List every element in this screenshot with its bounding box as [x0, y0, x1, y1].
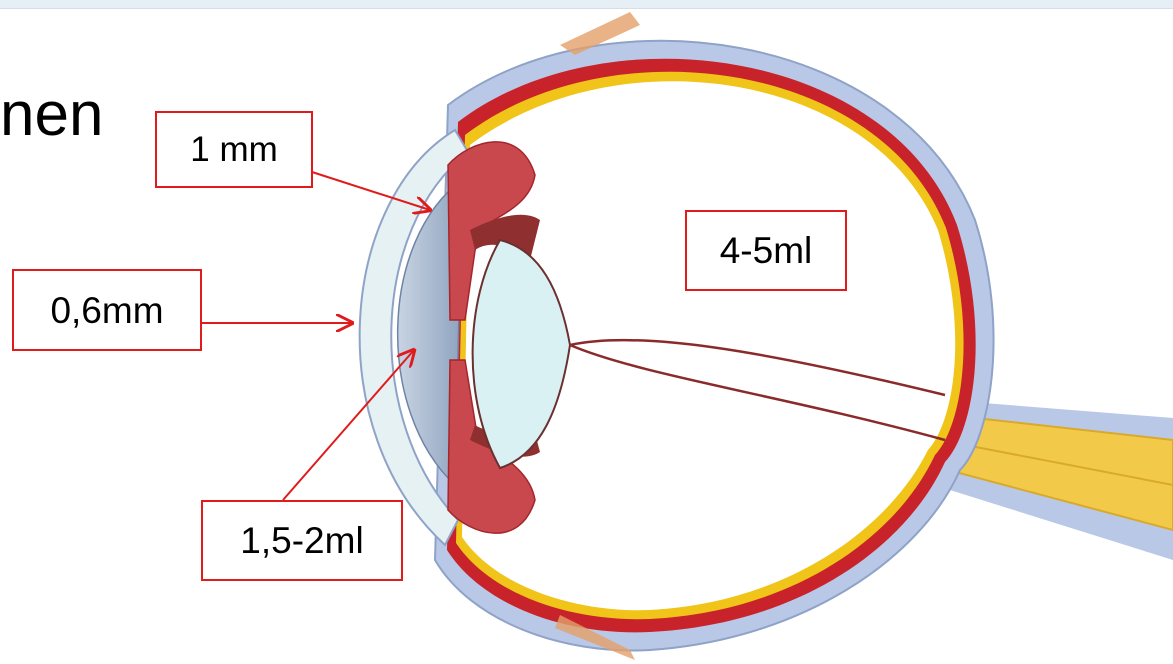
callout-aqueous-volume: 1,5-2ml	[201, 500, 403, 581]
callout-cornea-thickness: 0,6mm	[12, 269, 202, 351]
callout-cornea-sclera-thickness: 1 mm	[155, 111, 313, 188]
callout-vitreous-volume: 4-5ml	[685, 210, 847, 291]
